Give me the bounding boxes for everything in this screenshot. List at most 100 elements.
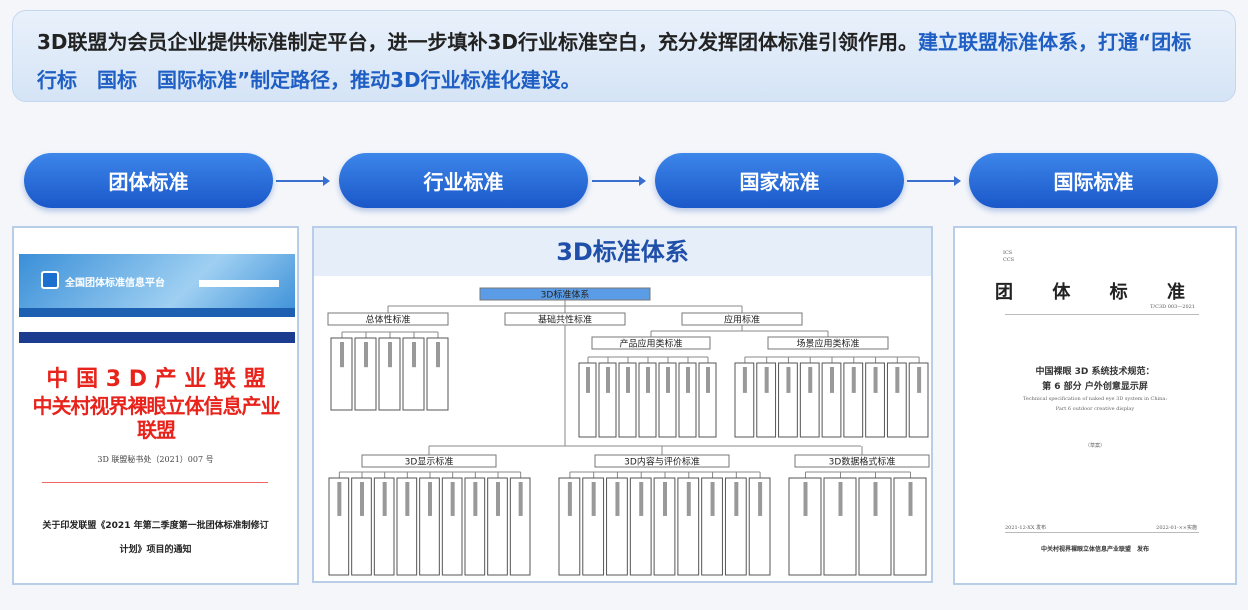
- leaf-standard-box: [701, 477, 723, 576]
- arrow-icon: [276, 176, 330, 186]
- leaf-standard-box: [724, 477, 747, 576]
- leaf-standard-box: [378, 337, 401, 411]
- leaf-label-text: [473, 482, 478, 516]
- red-heading-line1: 中 国 3 D 产 业 联 盟: [46, 367, 266, 392]
- english-title-line1: Technical specification of naked eye 3D …: [1022, 396, 1168, 402]
- overall-standard-label: 总体性标准: [365, 314, 410, 326]
- leaf-standard-box: [578, 362, 597, 438]
- scene-application-standard-label: 场景应用类标准: [796, 338, 859, 350]
- standard-code: T/C3D 003—2021: [1150, 304, 1195, 310]
- leaf-standard-box: [778, 362, 798, 438]
- leaf-standard-box: [799, 362, 820, 438]
- leaf-label-text: [917, 367, 922, 393]
- heading-char: 标: [1109, 282, 1128, 303]
- leaf-label-text: [646, 367, 650, 393]
- leaf-standard-box: [441, 477, 463, 576]
- product-application-standard-label: 产品应用类标准: [619, 338, 682, 350]
- heading-char: 准: [1166, 282, 1185, 303]
- leaf-label-text: [895, 367, 900, 393]
- leaf-label-text: [412, 342, 416, 368]
- display-standard-label: 3D显示标准: [405, 456, 454, 468]
- leaf-standard-box: [658, 362, 677, 438]
- stage-industry-standard: 行业标准: [339, 153, 588, 208]
- system-title: 3D标准体系: [314, 228, 931, 276]
- leaf-standard-box: [351, 477, 372, 576]
- leaf-label-text: [496, 482, 500, 516]
- leaf-label-text: [606, 367, 610, 393]
- leaf-label-text: [686, 367, 690, 393]
- leaf-label-text: [686, 482, 691, 516]
- notice-title-line2: 计划》项目的通知: [119, 545, 192, 555]
- leaf-label-text: [405, 482, 410, 516]
- leaf-label-text: [337, 482, 342, 516]
- platform-website-header: 全国团体标准信息平台: [19, 254, 295, 317]
- leaf-label-text: [838, 482, 843, 516]
- leaf-label-text: [830, 367, 834, 393]
- arrow-icon: [592, 176, 646, 186]
- leaf-standard-box: [426, 337, 449, 411]
- leaf-label-text: [803, 482, 808, 516]
- leaf-label-text: [626, 367, 630, 393]
- leaf-standard-box: [582, 477, 605, 576]
- leaf-label-text: [734, 482, 739, 516]
- data-format-standard-box: [794, 454, 930, 468]
- overall-standard-box: [327, 312, 449, 326]
- leaf-label-text: [615, 482, 620, 516]
- leaf-label-text: [388, 342, 392, 368]
- site-section-bar: [19, 332, 295, 343]
- document-number: 3D 联盟秘书处（2021）007 号: [97, 455, 214, 464]
- leaf-label-text: [382, 482, 387, 516]
- divider: [42, 482, 268, 483]
- cover-heading: 团 体 标 准: [995, 278, 1185, 304]
- leaf-standard-box: [908, 362, 929, 438]
- content-evaluation-standard-box: [594, 454, 730, 468]
- site-nav-bar: [19, 308, 295, 317]
- leaf-standard-box: [402, 337, 425, 411]
- leaf-standard-box: [821, 362, 842, 438]
- leaf-standard-box: [396, 477, 418, 576]
- leaf-standard-box: [843, 362, 864, 438]
- leaf-standard-box: [419, 477, 440, 576]
- leaf-label-text: [706, 367, 710, 393]
- leaf-standard-box: [748, 477, 771, 576]
- leaf-standard-box: [638, 362, 657, 438]
- ics-label: ICS: [1003, 250, 1013, 256]
- heading-char: 团: [995, 282, 1013, 303]
- leaf-standard-box: [330, 337, 353, 411]
- leaf-standard-box: [558, 477, 581, 576]
- leaf-standard-box: [893, 477, 927, 576]
- divider: [1005, 314, 1199, 315]
- leaf-standard-box: [678, 362, 697, 438]
- heading-char: 体: [1052, 282, 1071, 303]
- leaf-label-text: [851, 367, 856, 393]
- arrow-icon: [907, 176, 961, 186]
- data-format-standard-label: 3D数据格式标准: [829, 456, 896, 468]
- leaf-label-text: [742, 367, 747, 393]
- leaf-label-text: [639, 482, 644, 516]
- content-evaluation-standard-label: 3D内容与评价标准: [624, 456, 700, 468]
- leaf-standard-box: [328, 477, 350, 576]
- leaf-label-text: [518, 482, 523, 516]
- platform-title: 全国团体标准信息平台: [65, 278, 165, 289]
- leaf-standard-box: [865, 362, 885, 438]
- leaf-standard-box: [629, 477, 652, 576]
- leaf-label-text: [360, 482, 364, 516]
- leaf-label-text: [908, 482, 913, 516]
- leaf-label-text: [428, 482, 432, 516]
- leaf-label-text: [436, 342, 440, 368]
- leaf-label-text: [873, 367, 878, 393]
- leaf-label-text: [364, 342, 368, 368]
- product-application-standard-box: [591, 336, 711, 350]
- search-input: [199, 280, 279, 287]
- application-standard-label: 应用标准: [724, 314, 760, 326]
- leaf-standard-box: [698, 362, 717, 438]
- leaf-label-text: [666, 367, 670, 393]
- cover-title-line1: 中国裸眼 3D 系统技术规范：: [1035, 367, 1155, 377]
- leaf-standard-box: [509, 477, 531, 576]
- root-label: 3D标准体系: [541, 289, 590, 301]
- alliance-notice-document: 全国团体标准信息平台 中 国 3 D 产 业 联 盟 中关村视界裸眼立体信息产业…: [12, 226, 299, 585]
- intro-banner: 3D联盟为会员企业提供标准制定平台，进一步填补3D行业标准空白，充分发挥团体标准…: [12, 10, 1236, 102]
- stage-group-standard: 团体标准: [24, 153, 273, 208]
- leaf-standard-box: [464, 477, 486, 576]
